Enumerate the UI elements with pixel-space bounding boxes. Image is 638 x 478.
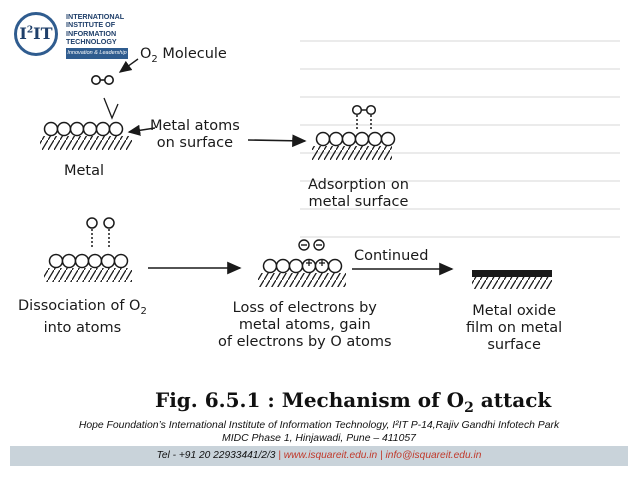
continued-label: Continued bbox=[354, 248, 429, 264]
dissociation-label-line1: Dissociation of O2 bbox=[18, 298, 147, 317]
footer-separator-1: | bbox=[275, 450, 284, 461]
footer-separator-2: | bbox=[377, 450, 386, 461]
footer-website-link[interactable]: www.isquareit.edu.in bbox=[283, 450, 378, 461]
metal-surface-4 bbox=[258, 258, 346, 287]
footer-tel: Tel - +91 20 22933441/2/3 bbox=[156, 450, 276, 461]
logo-mark-text: I2IT bbox=[19, 24, 53, 43]
metal-atoms-pointer bbox=[127, 124, 156, 136]
metal-surface-1 bbox=[40, 121, 132, 150]
arrow-to-adsorption bbox=[247, 134, 307, 148]
adsorption-label-line2: metal surface bbox=[308, 194, 409, 210]
o2-approach-tick bbox=[103, 97, 119, 120]
logo-tagline: Innovation & Leadership bbox=[66, 48, 128, 59]
dissociation-label: Dissociation of O2 into atoms bbox=[18, 298, 147, 337]
adsorbed-o2 bbox=[351, 104, 377, 130]
footer-contact-bar: Tel - +91 20 22933441/2/3 | www.isquarei… bbox=[10, 446, 628, 466]
oxide-film-line1: Metal oxide bbox=[472, 303, 557, 319]
logo-institute-name: INTERNATIONAL INSTITUTE OF INFORMATION T… bbox=[66, 12, 125, 47]
o2-pointer-line bbox=[118, 58, 139, 73]
metal-atoms-label: Metal atoms on surface bbox=[150, 118, 240, 152]
metal-atoms-label-line1: Metal atoms bbox=[150, 118, 240, 134]
footer-address-line2: MIDC Phase 1, Hinjawadi, Pune – 411057 bbox=[222, 433, 416, 444]
figure-caption: Fig. 6.5.1 : Mechanism of O2 attack bbox=[155, 388, 552, 416]
oxide-film-stack bbox=[472, 270, 552, 289]
oxide-film-label: Metal oxide film on metal surface bbox=[466, 303, 562, 354]
electron-transfer-line2: metal atoms, gain bbox=[238, 317, 371, 333]
metal-surface-3 bbox=[44, 253, 132, 282]
oxide-film-line2: film on metal bbox=[466, 320, 563, 336]
electron-transfer-line3: of electrons by O atoms bbox=[218, 334, 392, 350]
adsorption-label: Adsorption on metal surface bbox=[308, 177, 409, 211]
i2it-logo: I2IT INTERNATIONAL INSTITUTE OF INFORMAT… bbox=[10, 10, 130, 66]
footer-email-link[interactable]: info@isquareit.edu.in bbox=[385, 450, 482, 461]
footer-address: Hope Foundation’s International Institut… bbox=[0, 419, 638, 445]
electron-transfer-label: Loss of electrons by metal atoms, gain o… bbox=[218, 300, 392, 351]
metal-label: Metal bbox=[64, 163, 105, 179]
o2-molecule-label: O2 Molecule bbox=[140, 46, 227, 65]
dissociation-label-line2: into atoms bbox=[43, 319, 122, 336]
dissociated-o-atoms bbox=[86, 217, 115, 248]
logo-mark: I2IT bbox=[14, 12, 58, 56]
footer-address-line1: Hope Foundation’s International Institut… bbox=[78, 420, 560, 431]
oxide-film-line3: surface bbox=[487, 337, 541, 353]
ionised-o-atoms bbox=[298, 239, 325, 251]
adsorption-label-line1: Adsorption on bbox=[308, 177, 409, 193]
metal-atoms-label-line2: on surface bbox=[156, 135, 234, 151]
metal-surface-2 bbox=[312, 131, 396, 160]
o2-molecule-top bbox=[91, 75, 115, 86]
electron-transfer-line1: Loss of electrons by bbox=[232, 300, 377, 316]
